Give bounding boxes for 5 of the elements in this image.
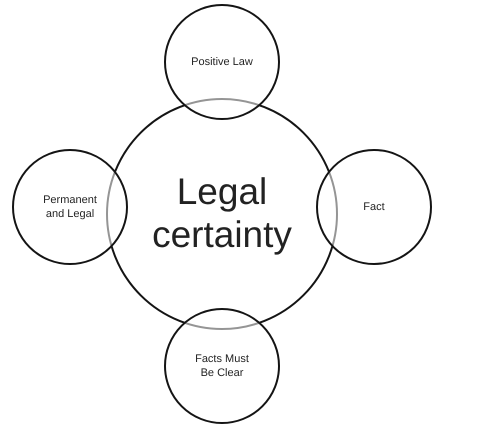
circle-label: Legal certainty — [151, 171, 293, 257]
circle-label: Permanent and Legal — [42, 192, 98, 222]
circle-label: Positive Law — [191, 54, 253, 70]
circle-label: Facts Must Be Clear — [194, 352, 250, 380]
circle-label: Fact — [363, 200, 385, 214]
